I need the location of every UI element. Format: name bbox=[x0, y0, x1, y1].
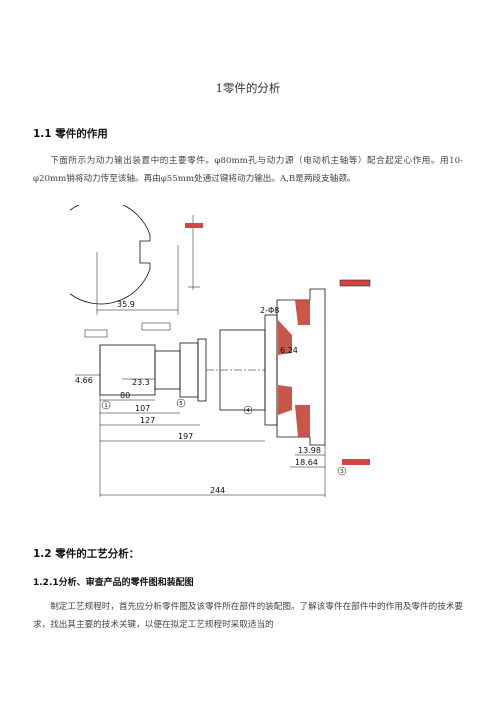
section-heading-1-1: 1.1 零件的作用 bbox=[33, 128, 108, 140]
dim-244: 244 bbox=[210, 486, 225, 495]
dim-80: 80 bbox=[120, 391, 130, 400]
shaft-step-2 bbox=[154, 350, 181, 390]
section-1-2-1-paragraph: 制定工艺规程时，首先应分析零件图及该零件所在部件的装配图。了解该零件在部件中的作… bbox=[33, 602, 463, 630]
marker-1: 1 bbox=[104, 403, 108, 409]
dim-2-phi8: 2-Φ8 bbox=[260, 306, 279, 315]
marker-5: 5 bbox=[179, 401, 183, 407]
shaft-step-3 bbox=[179, 342, 199, 398]
dim-6-24: 6.24 bbox=[280, 346, 298, 355]
dim-18-64: 18.64 bbox=[295, 458, 318, 467]
section-1-1-paragraph: 下面所示为动力输出装置中的主要零件。φ80mm孔与动力源（电动机主轴等）配合起定… bbox=[33, 156, 463, 184]
dim-13-98: 13.98 bbox=[298, 446, 321, 455]
part-drawing: 35.9 4.66 23.3 80 107 127 197 244 13.98 … bbox=[70, 205, 371, 497]
shaft-step-1 bbox=[99, 344, 156, 396]
section-heading-1-2: 1.2 零件的工艺分析： bbox=[33, 548, 140, 560]
dim-197: 197 bbox=[178, 432, 193, 441]
page-title: 1零件的分析 bbox=[215, 81, 281, 95]
shaft-step-4 bbox=[197, 338, 207, 402]
dim-4-66: 4.66 bbox=[75, 376, 93, 385]
dim-23-3: 23.3 bbox=[132, 378, 150, 387]
dim-107: 107 bbox=[135, 404, 150, 413]
marker-4: 4 bbox=[246, 408, 250, 414]
section-heading-1-2-1: 1.2.1分析、审查产品的零件图和装配图 bbox=[33, 578, 194, 588]
section-circle bbox=[70, 205, 151, 305]
dim-35-9: 35.9 bbox=[117, 300, 135, 309]
dim-127: 127 bbox=[140, 416, 155, 425]
marker-3: 3 bbox=[340, 469, 344, 475]
flange-body bbox=[264, 314, 278, 426]
